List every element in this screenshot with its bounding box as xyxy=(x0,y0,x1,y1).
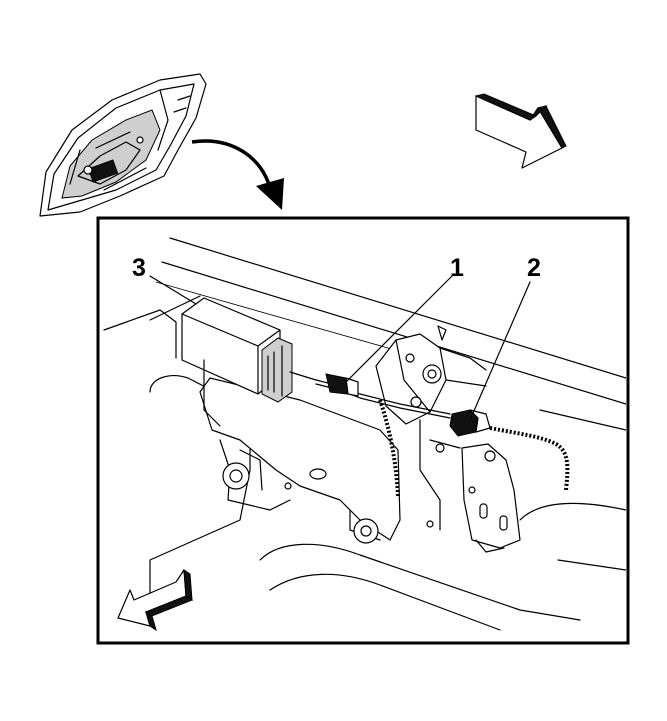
leader-line-2 xyxy=(469,281,531,421)
callout-label-3: 3 xyxy=(132,254,146,282)
detail-view xyxy=(103,237,626,631)
callout-label-2: 2 xyxy=(527,254,541,282)
direction-arrow-rear-icon xyxy=(117,569,194,632)
leader-line-1 xyxy=(345,275,453,383)
curved-arrow-icon xyxy=(191,139,284,210)
callout-label-1: 1 xyxy=(450,254,464,282)
liftgate-overview xyxy=(39,73,207,217)
direction-arrow-front-icon xyxy=(474,93,567,169)
leader-line-3 xyxy=(149,275,197,305)
